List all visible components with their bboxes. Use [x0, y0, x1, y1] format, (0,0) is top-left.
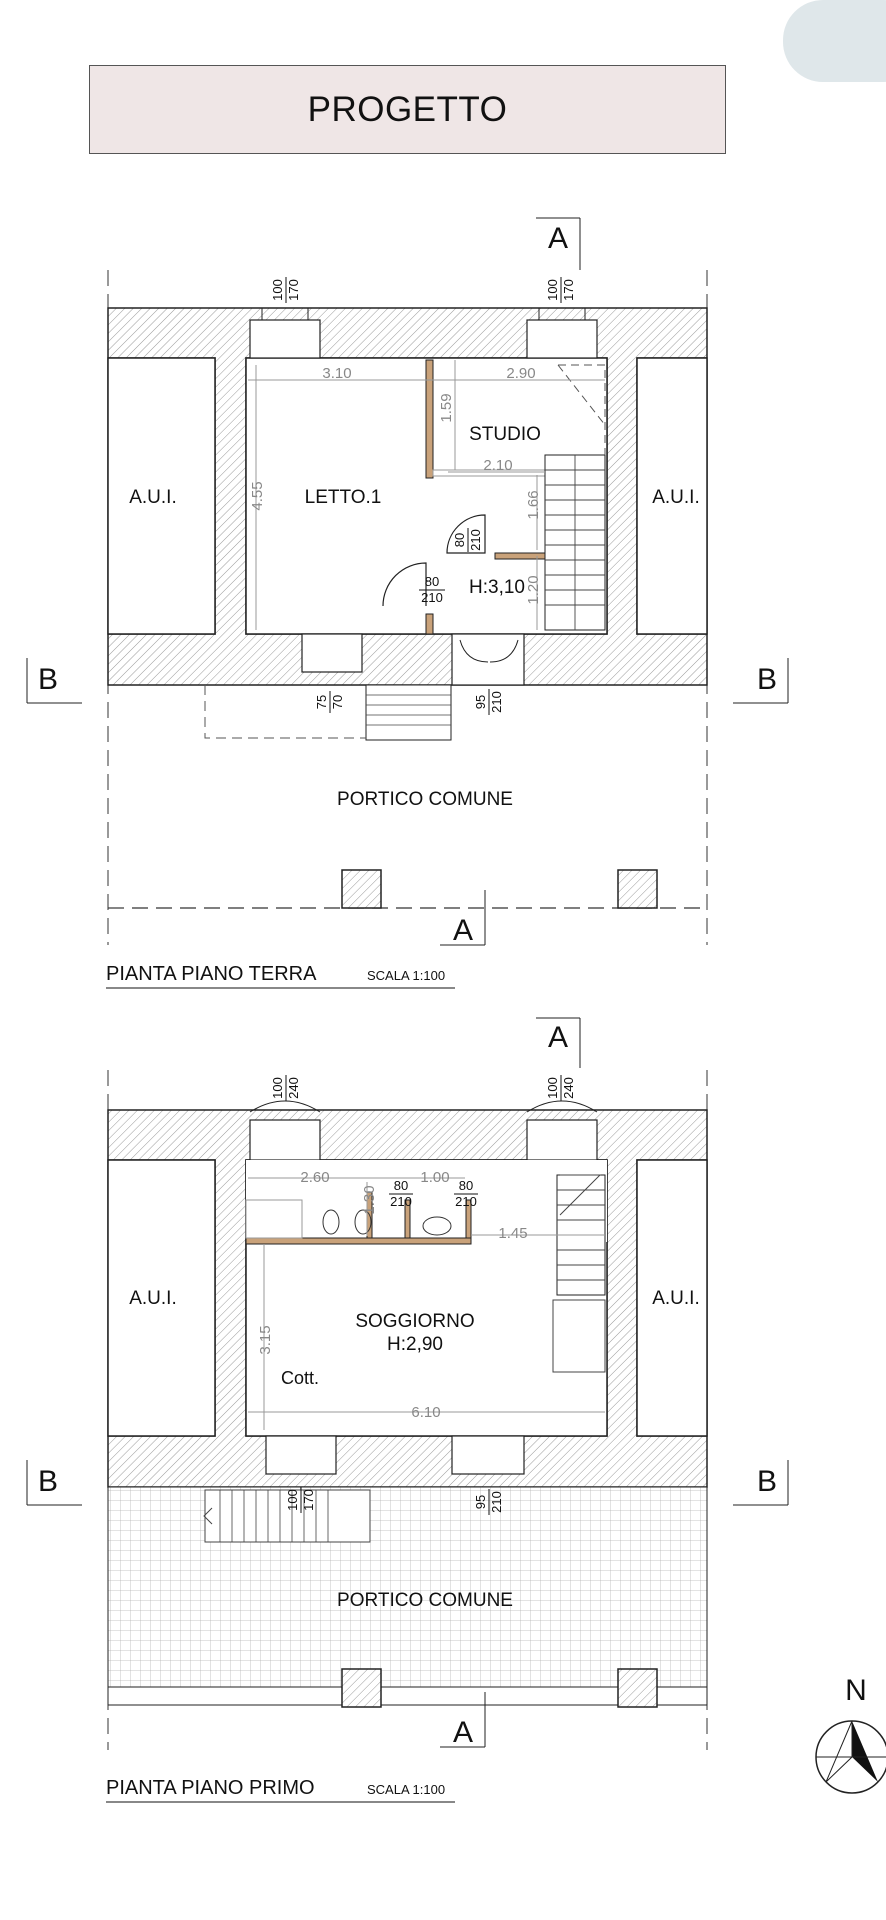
corner-tab — [783, 0, 886, 82]
ff-dim-610: 6.10 — [411, 1404, 440, 1421]
ff-section-b-right: B — [757, 1465, 777, 1498]
svg-text:240: 240 — [286, 1077, 301, 1099]
gf-dim-w-left: 3.10 — [322, 365, 351, 382]
gf-window-right-label: 100 170 — [545, 277, 576, 303]
svg-text:80: 80 — [459, 1178, 473, 1193]
ff-left-unit: A.U.I. — [129, 1288, 177, 1309]
gf-portico: PORTICO COMUNE — [337, 789, 513, 810]
ff-window-front-label: 100 170 — [285, 1487, 316, 1513]
ff-portico: PORTICO COMUNE — [337, 1590, 513, 1611]
gf-dim-study-depth: 1.59 — [438, 393, 455, 422]
svg-text:240: 240 — [561, 1077, 576, 1099]
north-arrow-icon: N — [815, 1674, 886, 1794]
svg-text:100: 100 — [285, 1489, 300, 1511]
svg-text:100: 100 — [545, 1077, 560, 1099]
page-title-text: PROGETTO — [307, 89, 508, 129]
gf-dim-w-right: 2.90 — [506, 365, 535, 382]
gf-left-unit: A.U.I. — [129, 487, 177, 508]
gf-door-front-label: 95 210 — [473, 689, 504, 715]
svg-text:170: 170 — [286, 279, 301, 301]
svg-text:210: 210 — [455, 1194, 477, 1209]
ff-right-unit: A.U.I. — [652, 1288, 700, 1309]
ff-window-left-label: 100 240 — [270, 1075, 301, 1101]
first-floor-plan — [107, 1070, 708, 1750]
gf-dim-166: 1.66 — [525, 490, 542, 519]
svg-text:75: 75 — [314, 695, 329, 709]
ff-room-living: SOGGIORNO — [355, 1311, 474, 1332]
ff-dim-145: 1.45 — [498, 1225, 527, 1242]
gf-window-left-label: 100 170 — [270, 277, 301, 303]
svg-text:95: 95 — [473, 1495, 488, 1509]
ff-dim-315: 3.15 — [257, 1325, 274, 1354]
svg-text:95: 95 — [473, 695, 488, 709]
svg-text:100: 100 — [545, 279, 560, 301]
ff-section-a-top: A — [548, 1021, 568, 1054]
svg-text:170: 170 — [561, 279, 576, 301]
gf-height: H:3,10 — [469, 577, 525, 598]
gf-dim-120: 1.20 — [525, 575, 542, 604]
gf-door-bedroom-label: 80 210 — [419, 574, 445, 605]
page-title: PROGETTO — [89, 65, 726, 154]
ff-caption: PIANTA PIANO PRIMO — [106, 1777, 315, 1799]
gf-section-b-left: B — [38, 663, 58, 696]
gf-dim-bed-depth: 4.55 — [249, 481, 266, 510]
ff-kitchen: Cott. — [281, 1368, 319, 1388]
gf-section-a-top: A — [548, 222, 568, 255]
svg-text:210: 210 — [489, 691, 504, 713]
gf-room-bedroom: LETTO.1 — [305, 487, 382, 508]
ff-height: H:2,90 — [387, 1334, 443, 1355]
ff-dim-260: 2.60 — [300, 1169, 329, 1186]
gf-window-front-label: 75 70 — [314, 691, 345, 713]
gf-caption: PIANTA PIANO TERRA — [106, 963, 317, 985]
gf-right-unit: A.U.I. — [652, 487, 700, 508]
svg-text:80: 80 — [394, 1178, 408, 1193]
svg-text:210: 210 — [468, 529, 483, 551]
svg-text:100: 100 — [270, 1077, 285, 1099]
gf-section-a-bottom: A — [453, 914, 473, 947]
svg-text:210: 210 — [390, 1194, 412, 1209]
svg-text:80: 80 — [452, 533, 467, 547]
north-label: N — [845, 1674, 867, 1707]
ff-section-b-left: B — [38, 1465, 58, 1498]
svg-text:170: 170 — [301, 1489, 316, 1511]
ff-dim-100: 1.00 — [420, 1169, 449, 1186]
gf-section-b-right: B — [757, 663, 777, 696]
svg-text:210: 210 — [489, 1491, 504, 1513]
svg-text:210: 210 — [421, 590, 443, 605]
ff-window-right-label: 100 240 — [545, 1075, 576, 1101]
ff-door-front-label: 95 210 — [473, 1489, 504, 1515]
gf-dim-study-width: 2.10 — [483, 457, 512, 474]
ff-door-a-label: 80 210 — [389, 1178, 413, 1209]
gf-scale: SCALA 1:100 — [367, 968, 445, 983]
ff-door-b-label: 80 210 — [454, 1178, 478, 1209]
svg-text:70: 70 — [330, 695, 345, 709]
gf-room-study: STUDIO — [469, 424, 541, 445]
svg-text:80: 80 — [425, 574, 439, 589]
ff-scale: SCALA 1:100 — [367, 1782, 445, 1797]
gf-door-study-label: 80 210 — [452, 528, 483, 552]
ff-dim-130: 1.30 — [361, 1185, 378, 1214]
svg-text:100: 100 — [270, 279, 285, 301]
ground-floor-plan — [107, 270, 708, 945]
ff-section-a-bottom: A — [453, 1716, 473, 1749]
